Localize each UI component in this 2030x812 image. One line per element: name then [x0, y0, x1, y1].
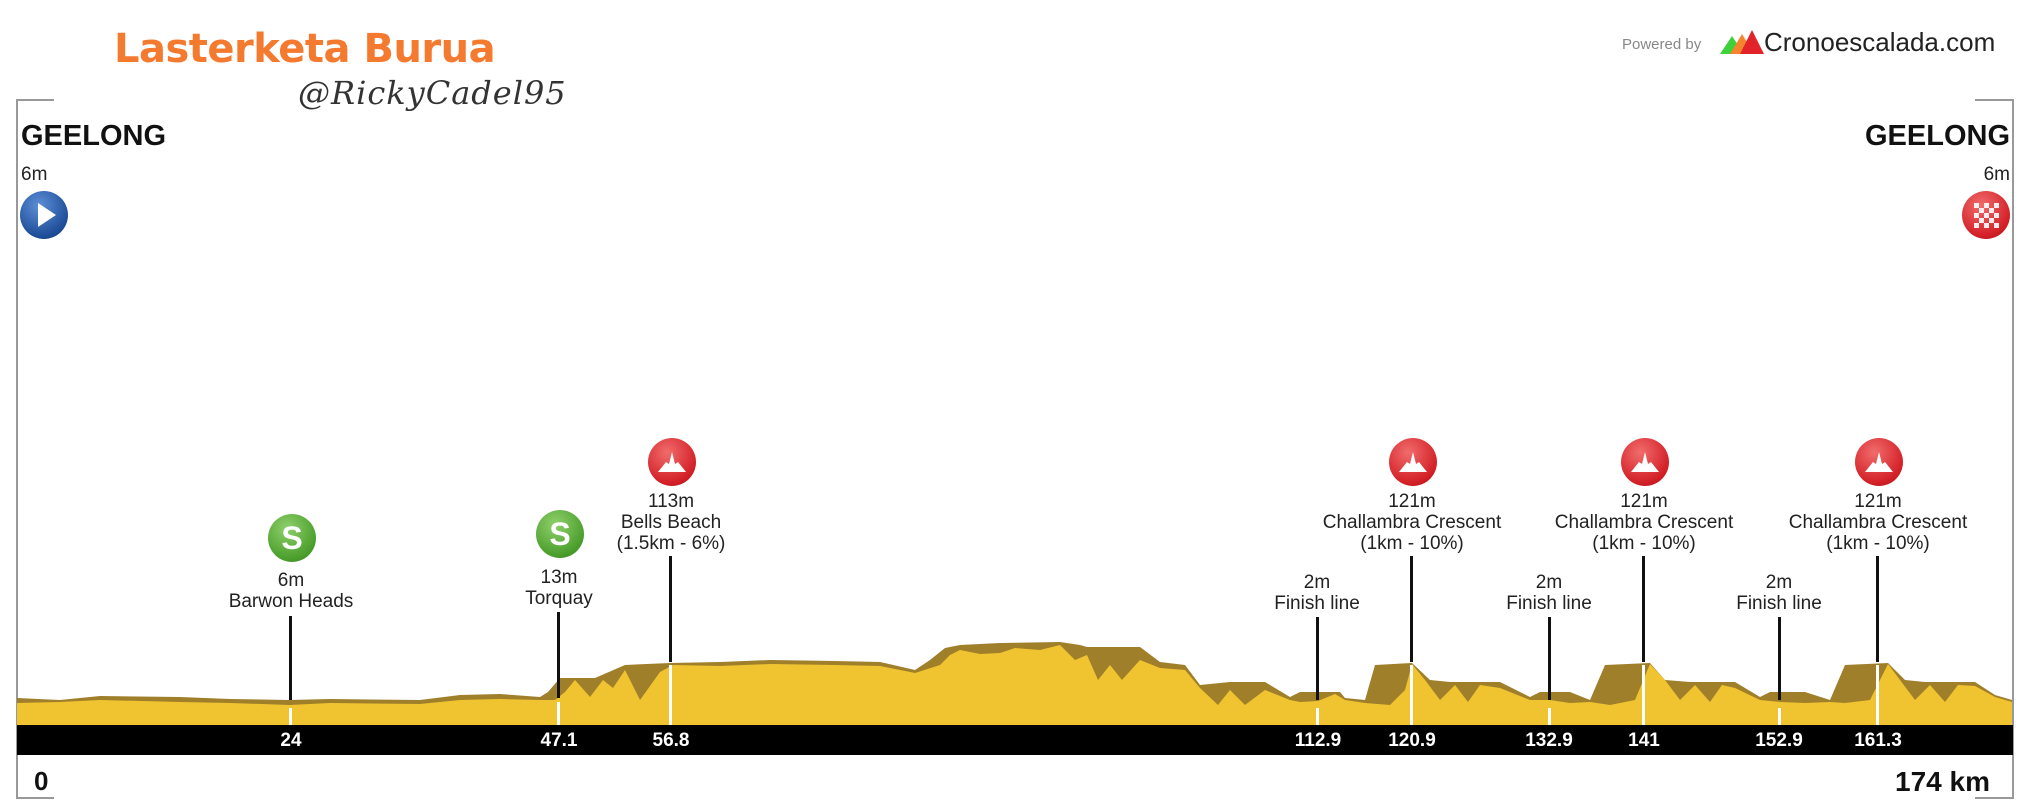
- start-play-icon: [20, 191, 68, 239]
- marker-name: Torquay: [525, 588, 593, 609]
- km-label: 24: [280, 730, 302, 751]
- brand-link[interactable]: Cronoescalada.com: [1764, 27, 1996, 57]
- kom-mountain-icon: [1855, 438, 1903, 486]
- marker-label-torquay: 13m Torquay: [525, 567, 593, 609]
- km-label: 152.9: [1755, 730, 1803, 751]
- marker-stem: [1316, 617, 1319, 700]
- right-axis-line: [2012, 99, 2014, 799]
- distance-end: 174 km: [1895, 766, 1990, 797]
- marker-name: Challambra Crescent: [1554, 512, 1734, 533]
- marker-name: Finish line: [1274, 593, 1360, 614]
- marker-label-challambra-1: 121m Challambra Crescent (1km - 10%): [1323, 491, 1501, 554]
- powered-by-label: Powered by: [1622, 36, 1702, 53]
- marker-label-challambra-2: 121m Challambra Crescent (1km - 10%): [1555, 491, 1733, 554]
- marker-detail: (1km - 10%): [1826, 533, 1930, 554]
- marker-stem: [1876, 556, 1879, 662]
- km-label: 141: [1628, 730, 1660, 751]
- marker-name: Finish line: [1736, 593, 1822, 614]
- marker-stem: [1410, 556, 1413, 662]
- marker-detail: (1km - 10%): [1360, 533, 1464, 554]
- marker-tick: [289, 708, 292, 725]
- marker-tick: [1642, 665, 1645, 725]
- finish-place: GEELONG: [1864, 120, 2010, 152]
- marker-name: Finish line: [1506, 593, 1592, 614]
- km-label: 120.9: [1388, 730, 1436, 751]
- marker-name: Barwon Heads: [228, 591, 354, 612]
- start-altitude: 6m: [21, 164, 48, 185]
- finish-altitude: 6m: [1983, 164, 2010, 185]
- right-top-tick: [1975, 99, 2013, 101]
- marker-tick: [669, 665, 672, 725]
- marker-label-finish-line: 2m Finish line: [1506, 572, 1592, 614]
- terrain-light-layer: [17, 645, 2012, 725]
- distance-band: [17, 725, 2013, 755]
- marker-tick: [1548, 708, 1551, 725]
- right-bottom-tick: [1975, 797, 2013, 799]
- marker-stem: [289, 616, 292, 700]
- marker-detail: (1.5km - 6%): [616, 533, 726, 554]
- marker-stem: [669, 556, 672, 662]
- marker-label-bells-beach: 113m Bells Beach (1.5km - 6%): [617, 491, 726, 554]
- left-axis-line: [16, 99, 18, 799]
- cronoescalada-logo-icon: [1720, 30, 1764, 54]
- kom-mountain-icon: [1389, 438, 1437, 486]
- profile-title: Lasterketa Burua: [114, 26, 496, 72]
- marker-tick: [557, 702, 560, 725]
- km-label: 56.8: [652, 730, 690, 751]
- marker-name: Bells Beach: [620, 512, 722, 533]
- marker-name: Challambra Crescent: [1322, 512, 1502, 533]
- marker-label-challambra-3: 121m Challambra Crescent (1km - 10%): [1789, 491, 1967, 554]
- marker-altitude: 13m: [540, 567, 578, 588]
- finish-checkered-flag-icon: [1962, 191, 2010, 239]
- distance-start: 0: [34, 766, 49, 796]
- marker-altitude: 6m: [277, 570, 305, 591]
- kom-mountain-icon: [1621, 438, 1669, 486]
- marker-stem: [1548, 617, 1551, 700]
- marker-tick: [1410, 665, 1413, 725]
- marker-altitude: 2m: [1303, 572, 1331, 593]
- marker-altitude: 113m: [647, 491, 695, 512]
- sprint-icon: S: [268, 514, 316, 562]
- sprint-icon: S: [536, 510, 584, 558]
- km-label: 47.1: [540, 730, 578, 751]
- marker-altitude: 121m: [1854, 491, 1902, 512]
- marker-stem: [557, 612, 560, 698]
- start-place: GEELONG: [21, 120, 167, 152]
- marker-altitude: 121m: [1620, 491, 1668, 512]
- marker-label-barwon-heads: 6m Barwon Heads: [229, 570, 354, 612]
- kom-mountain-icon: [648, 438, 696, 486]
- marker-tick: [1778, 708, 1781, 725]
- km-label: 112.9: [1294, 730, 1342, 751]
- marker-name: Challambra Crescent: [1788, 512, 1968, 533]
- author-handle: @RickyCadel95: [298, 74, 567, 112]
- left-top-tick: [16, 99, 54, 101]
- marker-tick: [1876, 665, 1879, 725]
- marker-tick: [1316, 708, 1319, 725]
- marker-detail: (1km - 10%): [1592, 533, 1696, 554]
- marker-altitude: 2m: [1535, 572, 1563, 593]
- km-label: 132.9: [1525, 730, 1573, 751]
- left-bottom-tick: [16, 797, 54, 799]
- marker-label-finish-line: 2m Finish line: [1274, 572, 1360, 614]
- marker-stem: [1642, 556, 1645, 662]
- marker-label-finish-line: 2m Finish line: [1736, 572, 1822, 614]
- km-label: 161.3: [1854, 730, 1902, 751]
- marker-stem: [1778, 617, 1781, 700]
- marker-altitude: 121m: [1388, 491, 1436, 512]
- marker-altitude: 2m: [1765, 572, 1793, 593]
